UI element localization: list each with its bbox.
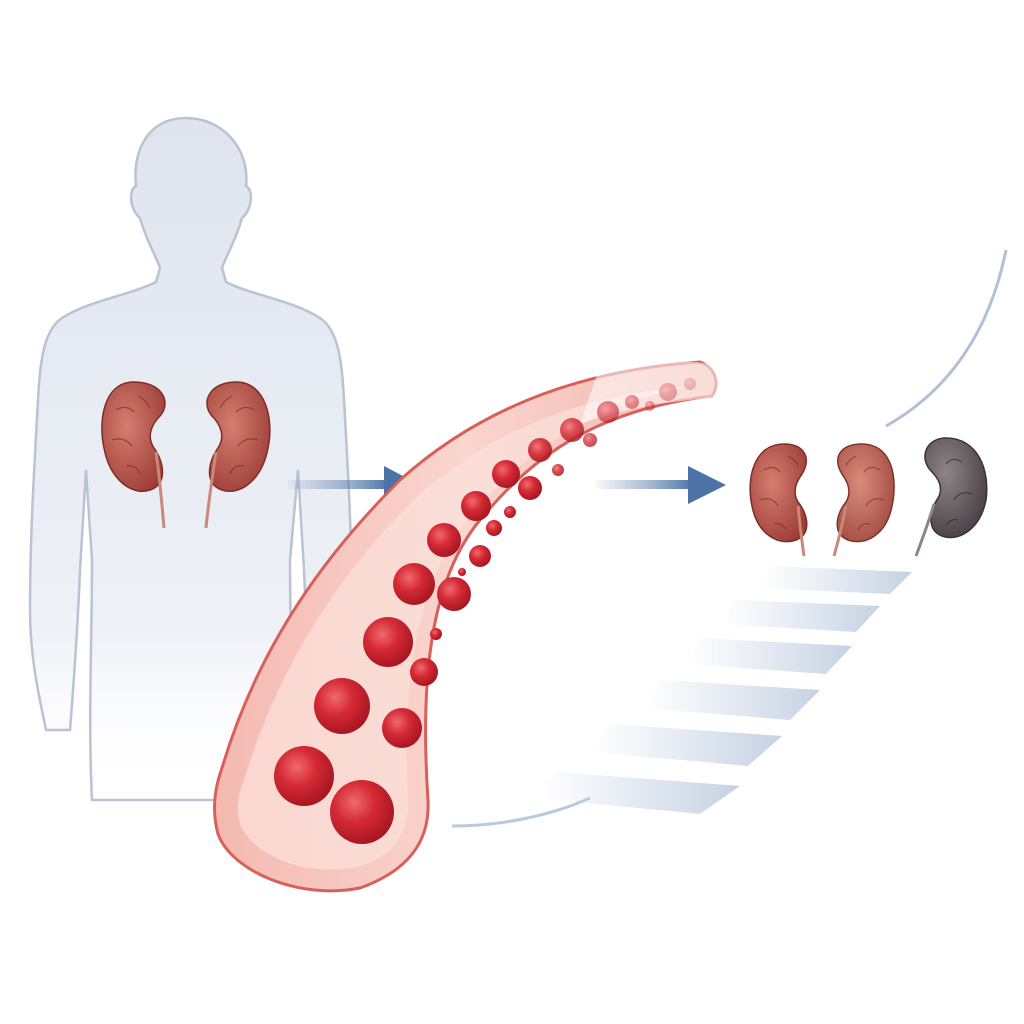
motion-streaks [536, 566, 912, 814]
blood-cell [659, 383, 677, 401]
blood-cell [314, 678, 370, 734]
blood-cell [583, 433, 597, 447]
blood-cell [560, 418, 584, 442]
kidney-reddened [832, 443, 895, 557]
body-right-kidney [204, 381, 271, 529]
human-body-silhouette [28, 116, 354, 802]
body-left-kidney [101, 381, 166, 529]
arrow-vessel-to-kidneys [596, 466, 726, 504]
decorative-curve-bottom [451, 796, 591, 828]
blood-cell [469, 545, 491, 567]
blood-cell [393, 563, 435, 605]
blood-cell [625, 395, 639, 409]
blood-cell [427, 523, 461, 557]
blood-cell [274, 746, 334, 806]
blood-cell [330, 780, 394, 844]
blood-cell [684, 378, 696, 390]
blood-cell [363, 617, 413, 667]
blood-cell [437, 577, 471, 611]
blood-cell [458, 568, 466, 576]
blood-cell [492, 460, 520, 488]
blood-cell [645, 401, 655, 411]
blood-cell [410, 658, 438, 686]
blood-cells [274, 378, 696, 844]
kidney-healthy [749, 443, 808, 557]
kidney-damaged [914, 437, 988, 557]
blood-cell [597, 401, 619, 423]
blood-cell [486, 520, 502, 536]
decorative-curve-top-right [885, 249, 1008, 428]
blood-cell [461, 491, 491, 521]
blood-cell [430, 628, 442, 640]
blood-cell [382, 708, 422, 748]
blood-cell [504, 506, 516, 518]
blood-cell [528, 438, 552, 462]
blood-cell [552, 464, 564, 476]
blood-cell [518, 476, 542, 500]
